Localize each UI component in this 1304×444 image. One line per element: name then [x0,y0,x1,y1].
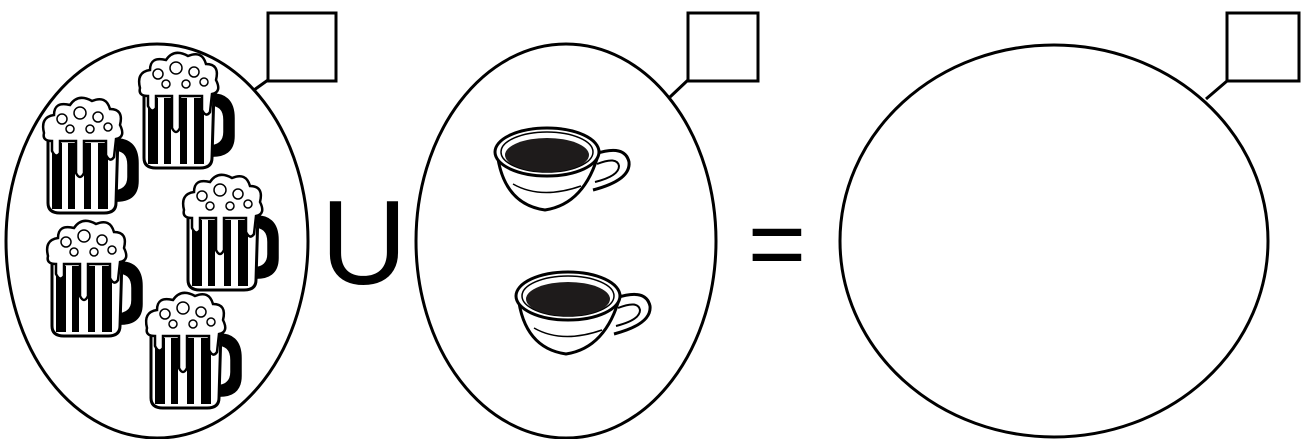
set-a-count-box[interactable] [268,13,336,81]
beer-mug-icon [139,53,234,168]
set-a [6,13,336,438]
beer-mug-icon [146,293,241,408]
set-b [416,13,758,438]
set-b-count-box[interactable] [688,13,758,81]
set-b-ellipse [416,44,716,438]
coffee-cup-icon [495,128,629,210]
equals-symbol: = [748,188,806,300]
coffee-cup-icon [516,272,650,354]
set-a-count-box-connector [254,80,268,90]
beer-mug-icon [47,221,142,336]
beer-mug-icon [43,98,138,213]
result-set-ellipse[interactable] [840,45,1268,437]
result-set-count-box[interactable] [1227,13,1299,81]
union-symbol: U [321,176,408,310]
result-set [840,13,1299,437]
set-b-count-box-connector [670,80,688,97]
beer-mug-icon [183,175,278,290]
result-set-count-box-connector [1206,81,1227,99]
